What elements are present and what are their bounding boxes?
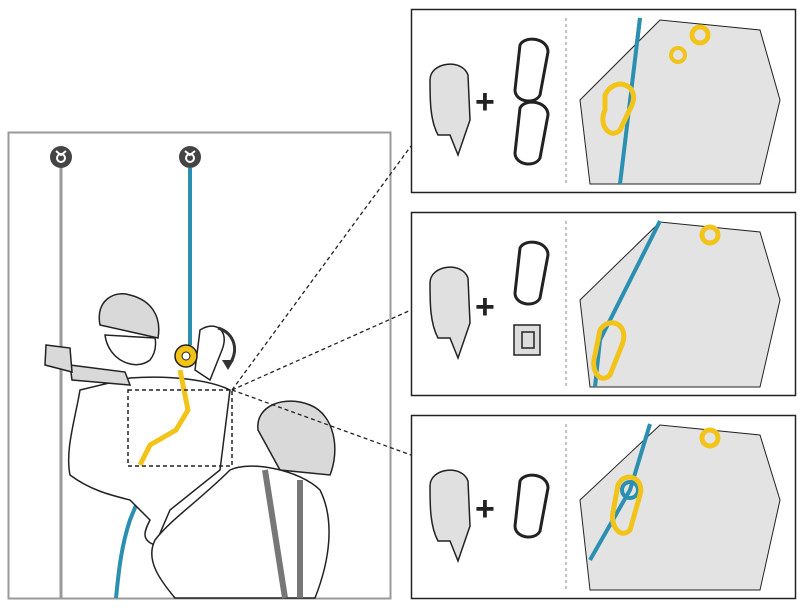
rescuer-figure bbox=[44, 293, 231, 546]
plus-sign: + bbox=[475, 83, 495, 121]
detail-scene-3 bbox=[579, 423, 781, 591]
detail-callout-box bbox=[127, 389, 233, 467]
descender-device bbox=[137, 344, 198, 467]
detail-scene-2 bbox=[579, 220, 781, 388]
anchor-icon-right bbox=[179, 146, 201, 168]
anchor-icon-left bbox=[50, 146, 72, 168]
callout-leader-lines bbox=[231, 145, 412, 456]
plus-sign: + bbox=[475, 490, 495, 528]
carabiner-icons bbox=[513, 37, 550, 539]
ring-link-icon bbox=[513, 324, 541, 356]
victim-figure bbox=[151, 400, 336, 599]
plus-sign: + bbox=[475, 288, 495, 326]
detail-scene-1 bbox=[579, 17, 781, 185]
descender-icons bbox=[429, 63, 471, 564]
